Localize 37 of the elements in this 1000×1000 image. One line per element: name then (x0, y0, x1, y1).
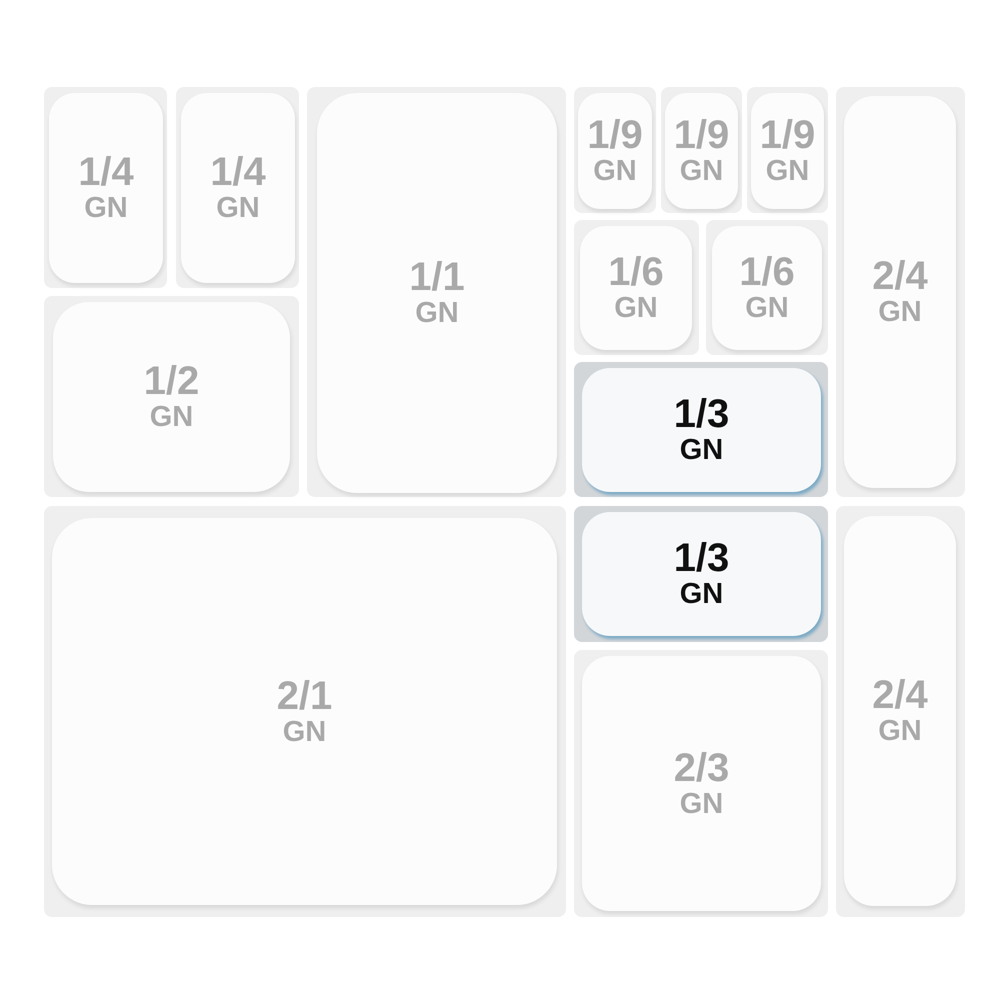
size-unit: GN (766, 155, 810, 187)
size-fraction: 1/6 (608, 252, 664, 292)
size-fraction: 2/4 (872, 675, 928, 715)
size-unit: GN (84, 192, 128, 224)
size-unit: GN (150, 401, 194, 433)
size-fraction: 1/6 (739, 252, 795, 292)
size-unit: GN (680, 578, 724, 610)
size-fraction: 2/4 (872, 256, 928, 296)
size-fraction: 1/1 (409, 257, 465, 297)
size-unit: GN (614, 292, 658, 324)
pan-card (712, 226, 822, 350)
size-fraction: 2/3 (674, 748, 730, 788)
pan-card (580, 226, 692, 350)
size-unit: GN (878, 296, 922, 328)
size-unit: GN (593, 155, 637, 187)
pan-card (751, 93, 824, 209)
size-unit: GN (216, 192, 260, 224)
size-fraction: 2/1 (276, 676, 332, 716)
size-fraction: 1/2 (144, 361, 200, 401)
size-unit: GN (415, 297, 459, 329)
size-unit: GN (878, 715, 922, 747)
size-fraction: 1/4 (78, 152, 134, 192)
size-fraction: 1/9 (587, 115, 643, 155)
size-fraction: 1/9 (674, 115, 730, 155)
size-unit: GN (282, 716, 326, 748)
size-fraction: 1/3 (674, 394, 730, 434)
size-fraction: 1/9 (760, 115, 816, 155)
pan-card (578, 93, 652, 209)
pan-card (844, 516, 956, 906)
pan-card (665, 93, 738, 209)
size-unit: GN (680, 788, 724, 820)
size-fraction: 1/3 (674, 538, 730, 578)
size-unit: GN (680, 434, 724, 466)
size-unit: GN (745, 292, 789, 324)
size-fraction: 1/4 (210, 152, 266, 192)
size-unit: GN (680, 155, 724, 187)
pan-card (844, 96, 956, 488)
